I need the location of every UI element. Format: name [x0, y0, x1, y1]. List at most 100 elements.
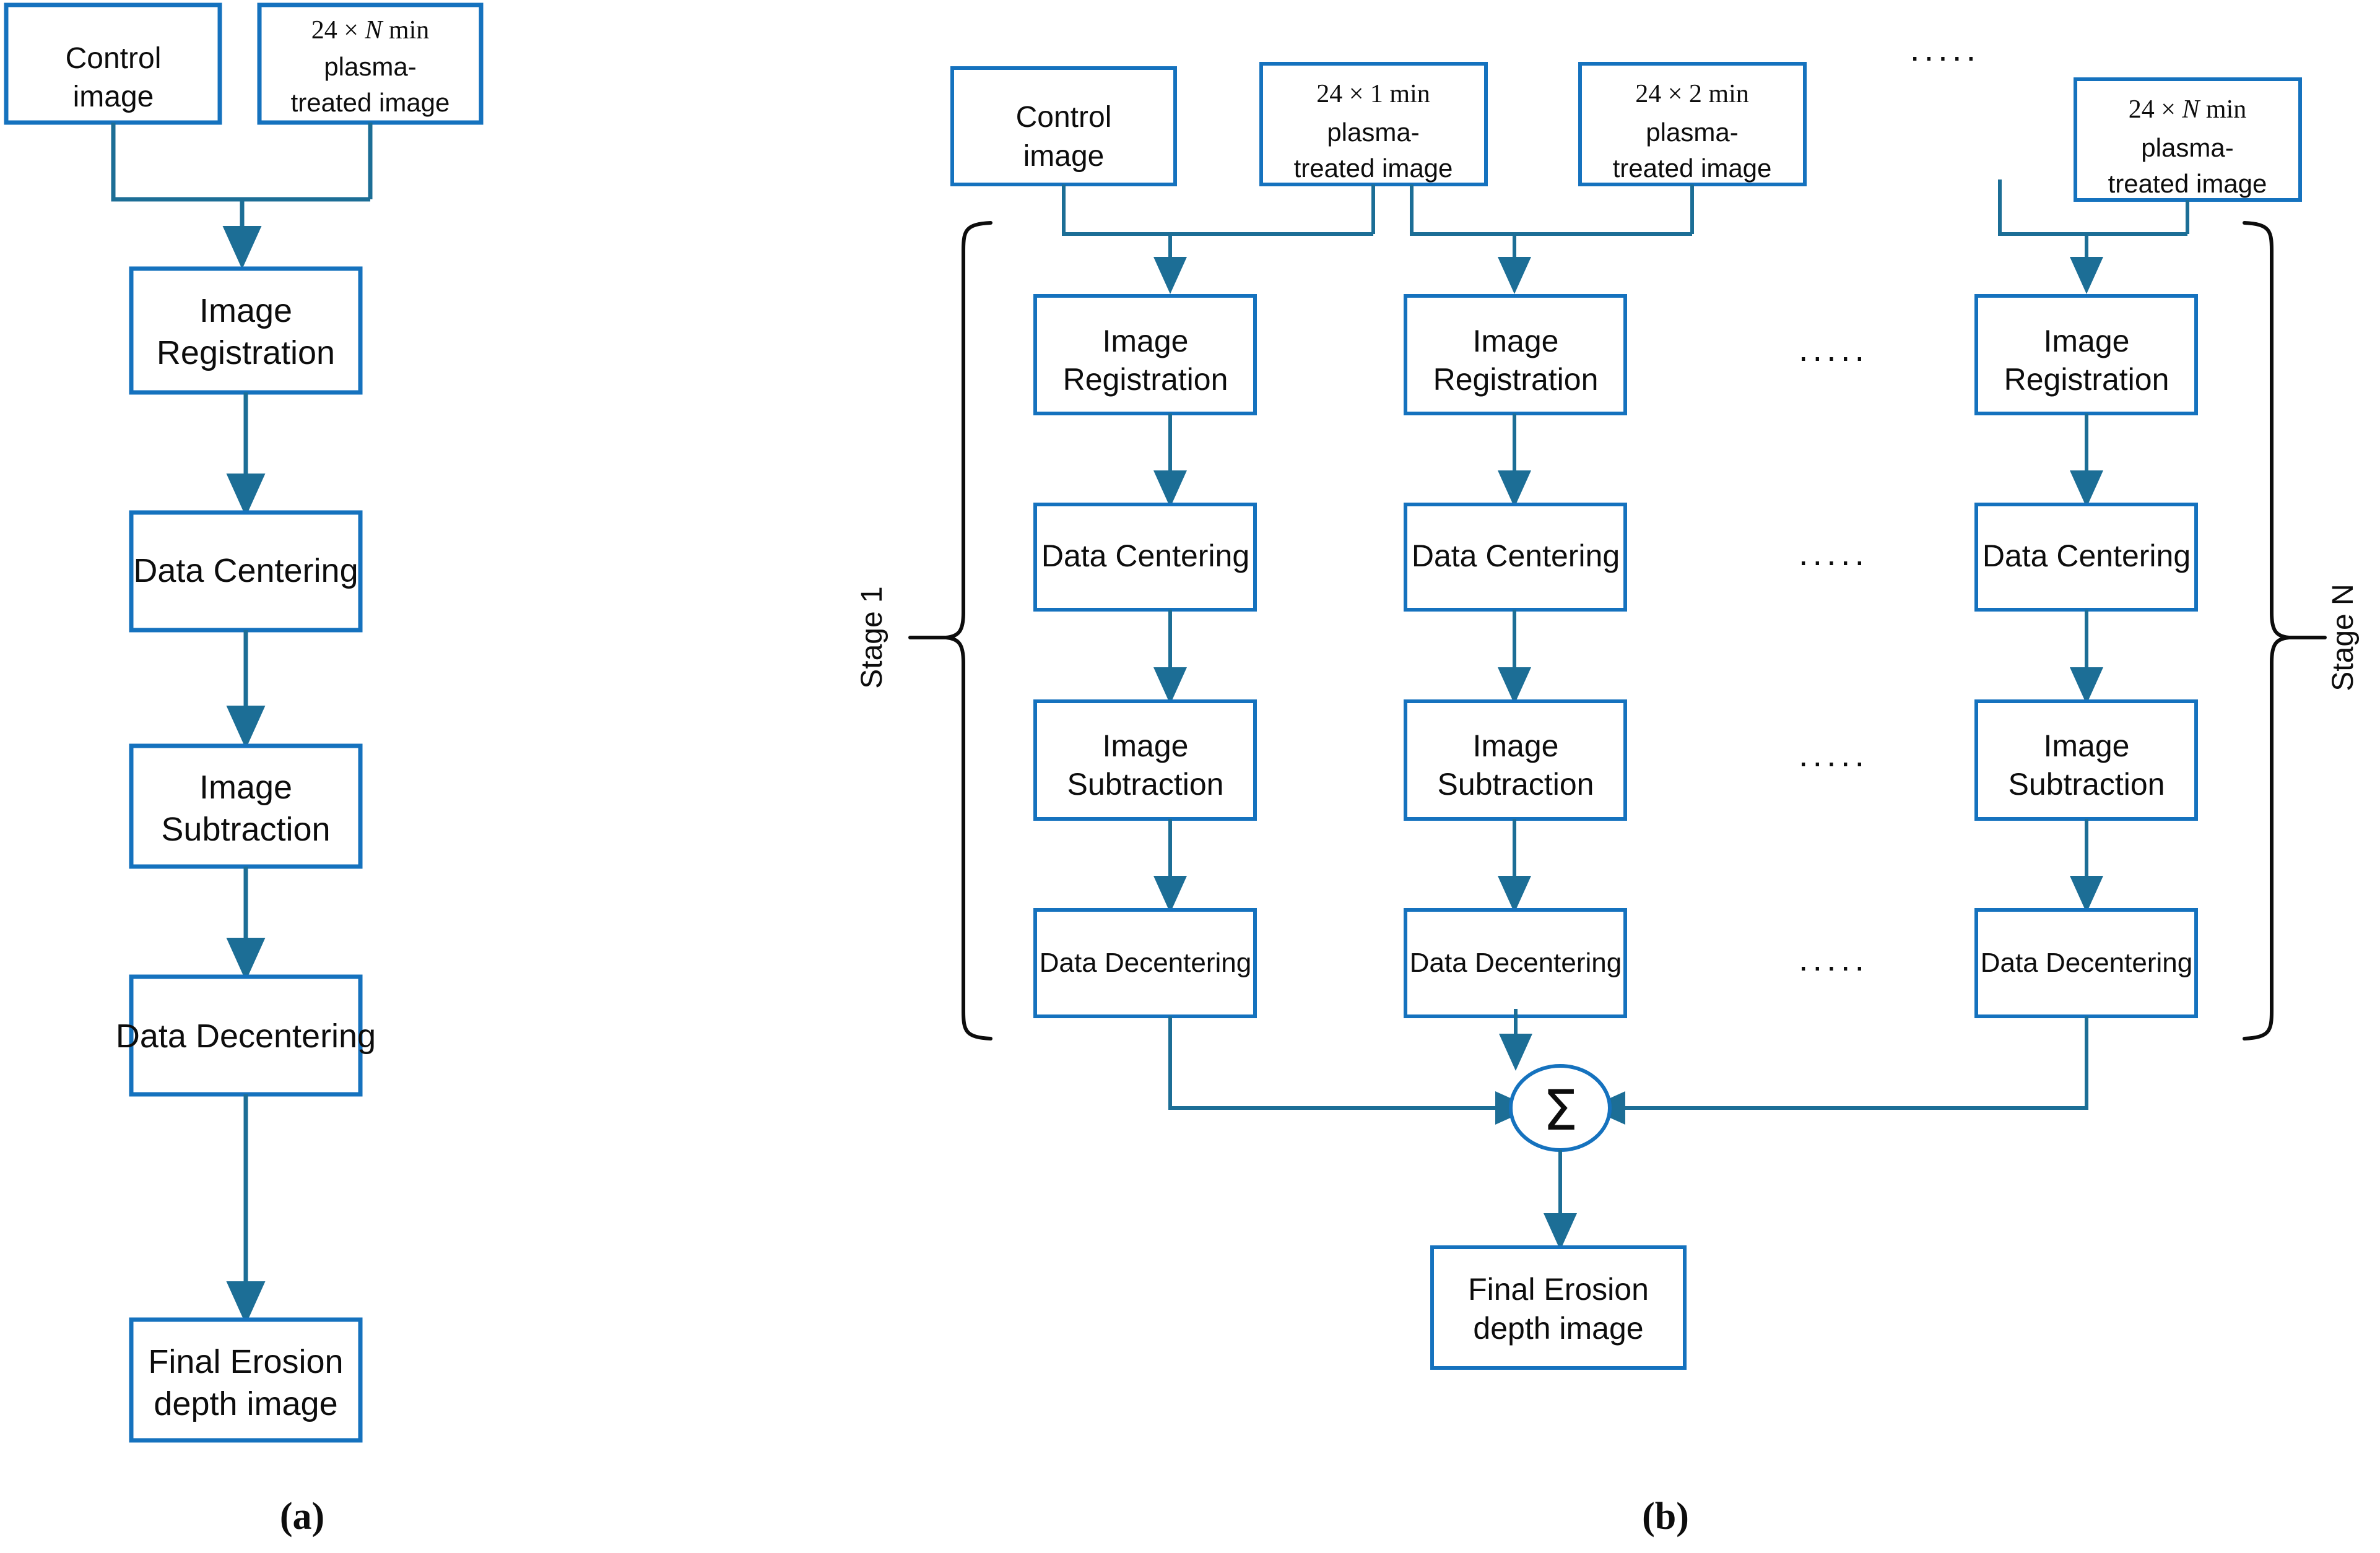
panel-a-control-line-1: Control — [66, 42, 162, 75]
panel-b-col2-data-centering: Data Centering — [1404, 503, 1627, 612]
panel-b-col1-data-centering: Data Centering — [1033, 503, 1257, 612]
panel-b-treated1-line-1: 24 × 1 min — [1316, 80, 1430, 108]
stage-1-bracket — [908, 221, 992, 1040]
panel-a-step1-line-1: Image — [199, 292, 292, 329]
panel-b-treated2-suffix: min — [1702, 80, 1749, 108]
panel-a-step-data-decentering: Data Decentering — [116, 974, 376, 1097]
panel-a-input-treated: 24 × N min plasma- treated image — [257, 2, 484, 125]
panel-b-input-control: Control image — [950, 66, 1177, 186]
panel-b-ellipsis-row-2: ····· — [1797, 541, 1867, 580]
panel-a-treated-line-2: plasma- — [324, 52, 416, 81]
panel-b-column-1: Image Registration Data Centering Image … — [1033, 294, 1532, 1125]
panel-a-step1-line-2: Registration — [157, 334, 335, 371]
panel-b-colN-image-subtraction: Image Subtraction — [1974, 699, 2198, 821]
panel-b-input-treated-2: 24 × 2 min plasma- treated image — [1578, 62, 1807, 186]
panel-b-col1-data-decentering: Data Decentering — [1033, 908, 1257, 1018]
panel-b-colN-to-sum — [1588, 1016, 2088, 1125]
panel-a-control-line-2: image — [73, 80, 154, 113]
panel-b-treatedN-prefix: 24 × — [2129, 95, 2182, 124]
panel-b-treatedN-italic: N — [2181, 95, 2200, 124]
panel-b-treated2-line-3: treated image — [1613, 154, 1772, 183]
panel-a-treated-suffix: min — [382, 16, 429, 45]
panel-a-input-control: Control image — [4, 2, 222, 125]
panel-b-output-line-2: depth image — [1473, 1311, 1643, 1346]
panel-a-output-line-1: Final Erosion — [148, 1343, 343, 1380]
panel-b-ellipsis-row-3: ····· — [1797, 742, 1867, 781]
panel-b-ellipsis-row-4: ····· — [1797, 946, 1867, 985]
panel-b-control-line-2: image — [1023, 140, 1105, 173]
panel-b-col1-to-sum — [1168, 1016, 1532, 1125]
panel-b-col2-image-subtraction: Image Subtraction — [1404, 699, 1627, 821]
panel-b-treated1-line-3: treated image — [1294, 154, 1453, 183]
panel-b-col1-image-registration: Image Registration — [1033, 294, 1257, 415]
panel-a-caption: (a) — [280, 1495, 324, 1538]
panel-b-treatedN-line-3: treated image — [2108, 169, 2267, 198]
panel-b-treated2-line-2: plasma- — [1646, 118, 1738, 147]
panel-a-merge-connector — [111, 123, 373, 269]
panel-b-col1-step1-line-2: Registration — [1063, 362, 1228, 397]
panel-b-col2-step3-line-2: Subtraction — [1438, 767, 1594, 802]
panel-b-output-final-erosion: Final Erosion depth image — [1430, 1245, 1687, 1370]
panel-a: Control image 24 × N min plasma- treated… — [4, 2, 484, 1538]
panel-b-treatedN-suffix: min — [2199, 95, 2246, 124]
panel-b-input-treated-n: 24 × N min plasma- treated image — [2074, 77, 2302, 202]
panel-b-input-connectors — [1062, 180, 2189, 294]
panel-b-caption: (b) — [1642, 1495, 1689, 1538]
panel-b-control-line-1: Control — [1016, 101, 1112, 134]
panel-b-column-n: Image Registration Data Centering Image … — [1588, 294, 2198, 1125]
stage-n-bracket — [2243, 221, 2327, 1040]
panel-b-colN-step2-line-1: Data Centering — [1983, 539, 2191, 573]
panel-a-treated-italic: N — [364, 16, 383, 45]
panel-b-treatedN-line-2: plasma- — [2141, 133, 2233, 162]
panel-b-col1-step2-line-1: Data Centering — [1041, 539, 1249, 573]
panel-b-col2-step3-line-1: Image — [1473, 729, 1559, 763]
panel-b-treated1-line-2: plasma- — [1327, 118, 1419, 147]
panel-b: Control image 24 × 1 min plasma- treated… — [856, 37, 2360, 1538]
panel-a-step4-line-1: Data Decentering — [116, 1018, 376, 1055]
panel-a-step-data-centering: Data Centering — [129, 510, 363, 633]
panel-b-col2-step1-line-1: Image — [1473, 324, 1559, 358]
panel-a-treated-line-1: 24 × N min — [311, 16, 430, 45]
panel-a-output-final-erosion: Final Erosion depth image — [129, 1317, 363, 1443]
panel-b-col2-step1-line-2: Registration — [1433, 362, 1599, 397]
panel-b-treated2-line-1: 24 × 2 min — [1635, 80, 1749, 108]
panel-b-col2-step4-line-1: Data Decentering — [1410, 948, 1622, 978]
panel-b-col1-step3-line-1: Image — [1103, 729, 1189, 763]
panel-b-colN-data-decentering: Data Decentering — [1974, 908, 2198, 1018]
panel-a-step3-line-1: Image — [199, 769, 292, 806]
panel-a-step3-line-2: Subtraction — [161, 811, 330, 848]
summation-symbol: Σ — [1543, 1078, 1578, 1143]
panel-a-step-image-registration: Image Registration — [129, 266, 363, 395]
panel-b-treated1-suffix: min — [1383, 80, 1430, 108]
panel-a-treated-line-3: treated image — [291, 88, 450, 117]
panel-b-ellipsis-row-1: ····· — [1797, 337, 1867, 376]
panel-b-ellipsis-inputs: ····· — [1909, 37, 1979, 76]
stage-1-label: Stage 1 — [856, 586, 888, 688]
panel-a-step2-line-1: Data Centering — [133, 552, 358, 589]
panel-b-column-2: Image Registration Data Centering Image … — [1404, 294, 1627, 1071]
panel-b-treatedN-line-1: 24 × N min — [2129, 95, 2247, 124]
panel-b-colN-step3-line-2: Subtraction — [2009, 767, 2165, 802]
panel-b-colN-step1-line-1: Image — [2044, 324, 2130, 358]
panel-b-summation-node: Σ — [1509, 1064, 1612, 1152]
panel-b-col1-image-subtraction: Image Subtraction — [1033, 699, 1257, 821]
panel-b-input-treated-1: 24 × 1 min plasma- treated image — [1259, 62, 1488, 186]
panel-b-treated1-prefix: 24 × 1 — [1316, 80, 1383, 108]
panel-b-col2-image-registration: Image Registration — [1404, 294, 1627, 415]
panel-a-output-line-2: depth image — [154, 1385, 337, 1422]
panel-b-colN-data-centering: Data Centering — [1974, 503, 2198, 612]
panel-b-colN-image-registration: Image Registration — [1974, 294, 2198, 415]
panel-b-col1-step4-line-1: Data Decentering — [1040, 948, 1251, 978]
panel-a-treated-prefix: 24 × — [311, 16, 365, 45]
panel-b-col2-data-decentering: Data Decentering — [1404, 908, 1627, 1018]
panel-b-colN-step3-line-1: Image — [2044, 729, 2130, 763]
panel-b-col1-step1-line-1: Image — [1103, 324, 1189, 358]
panel-b-colN-step1-line-2: Registration — [2004, 362, 2169, 397]
panel-b-output-line-1: Final Erosion — [1468, 1272, 1649, 1307]
panel-b-col2-step2-line-1: Data Centering — [1412, 539, 1620, 573]
panel-b-treated2-prefix: 24 × 2 — [1635, 80, 1702, 108]
panel-b-colN-step4-line-1: Data Decentering — [1981, 948, 2192, 978]
panel-a-step-image-subtraction: Image Subtraction — [129, 743, 363, 869]
